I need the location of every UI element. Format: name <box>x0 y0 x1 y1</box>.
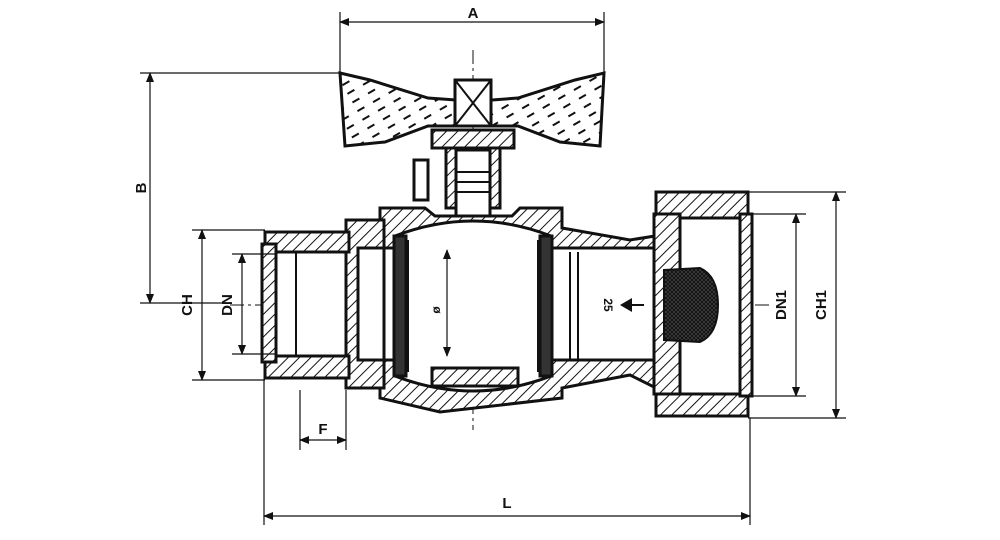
dimension-l-label: L <box>502 495 511 512</box>
valve-stem <box>412 128 516 244</box>
dimension-dn1-label: DN1 <box>773 290 790 320</box>
dimension-dn-label: DN <box>219 294 236 316</box>
dimension-a <box>339 12 605 72</box>
inner-mark-label: 25 <box>601 298 615 312</box>
dimension-dn <box>232 253 276 355</box>
butterfly-handle <box>338 71 606 148</box>
dimension-l <box>263 380 751 525</box>
valve-body <box>344 206 682 414</box>
left-union <box>260 230 351 380</box>
dimension-f <box>299 390 347 450</box>
dimension-b-label: B <box>133 182 150 193</box>
right-union-nut <box>652 190 754 418</box>
dimension-a-label: A <box>468 5 479 22</box>
bore-symbol: ø <box>429 306 443 314</box>
dimension-dn1 <box>752 213 806 397</box>
dimension-ch1 <box>748 191 846 419</box>
dimension-ch <box>192 229 265 381</box>
dimension-ch-label: CH <box>179 294 196 316</box>
dimension-ch1-label: CH1 <box>813 290 830 320</box>
dimension-f-label: F <box>318 421 327 438</box>
flow-arrow-icon <box>620 298 644 312</box>
dimension-b <box>140 72 340 304</box>
